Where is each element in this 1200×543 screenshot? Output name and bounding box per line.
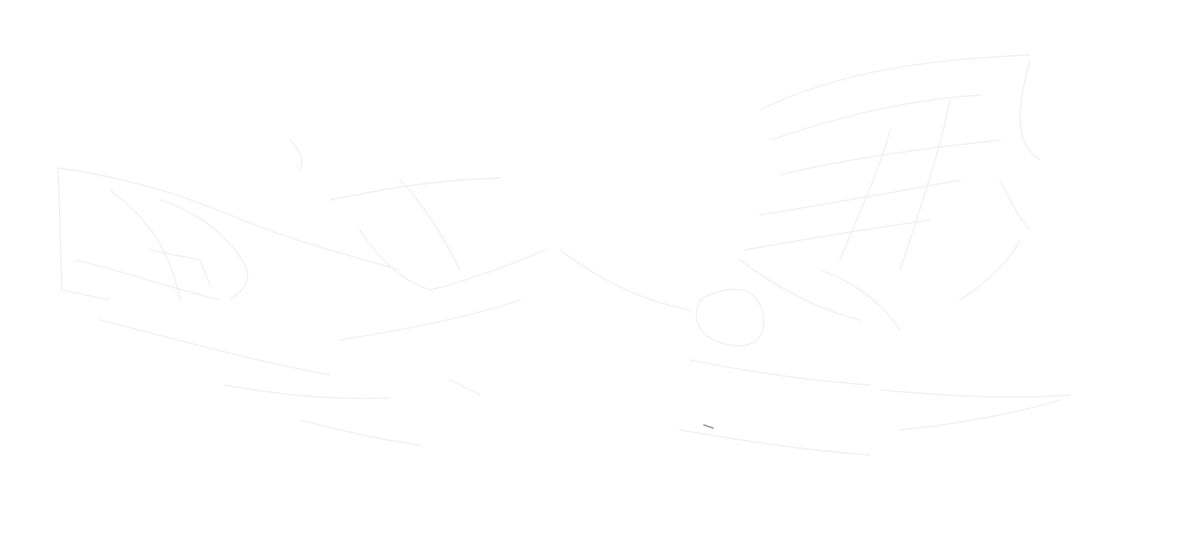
sketch-stroke xyxy=(159,199,249,301)
sketch-stroke xyxy=(109,189,181,301)
sketch-stroke xyxy=(224,384,391,400)
sketch-stroke xyxy=(679,429,871,456)
sketch-stroke xyxy=(559,249,691,311)
sketch-stroke xyxy=(759,54,1031,111)
sketch-stroke xyxy=(99,319,331,376)
center-sketch-cluster xyxy=(289,139,691,446)
sketch-stroke xyxy=(149,249,211,286)
sketch-stroke xyxy=(779,139,1001,176)
sketch-stroke xyxy=(329,177,501,201)
sketch-stroke xyxy=(739,259,861,321)
sketch-stroke xyxy=(289,139,303,171)
sketch-stroke xyxy=(879,389,1071,398)
sketch-stroke xyxy=(959,239,1021,301)
sketch-stroke xyxy=(759,179,961,216)
sketch-stroke xyxy=(57,167,111,301)
sketch-stroke xyxy=(695,288,765,347)
right-sketch-cluster xyxy=(679,54,1071,456)
sketch-stroke xyxy=(429,249,546,291)
sketch-stroke xyxy=(1019,59,1041,161)
sketch-stroke xyxy=(819,269,901,331)
sketch-stroke xyxy=(359,229,431,291)
sketch-stroke xyxy=(839,129,891,261)
pencil-accent-mark xyxy=(703,424,714,429)
left-sketch-cluster xyxy=(57,167,401,400)
sketch-stroke xyxy=(689,359,871,386)
sketch-stroke xyxy=(74,259,221,301)
sketch-stroke xyxy=(339,299,521,341)
sketch-stroke xyxy=(899,99,951,271)
sketch-stroke xyxy=(57,167,401,271)
sketch-stroke xyxy=(744,219,931,251)
sketch-stroke xyxy=(999,179,1031,231)
sketch-stroke xyxy=(769,94,981,141)
sketch-stroke xyxy=(449,379,481,396)
sketch-stroke xyxy=(399,179,461,271)
sketch-stroke xyxy=(299,419,421,446)
sketch-stroke xyxy=(899,399,1061,431)
